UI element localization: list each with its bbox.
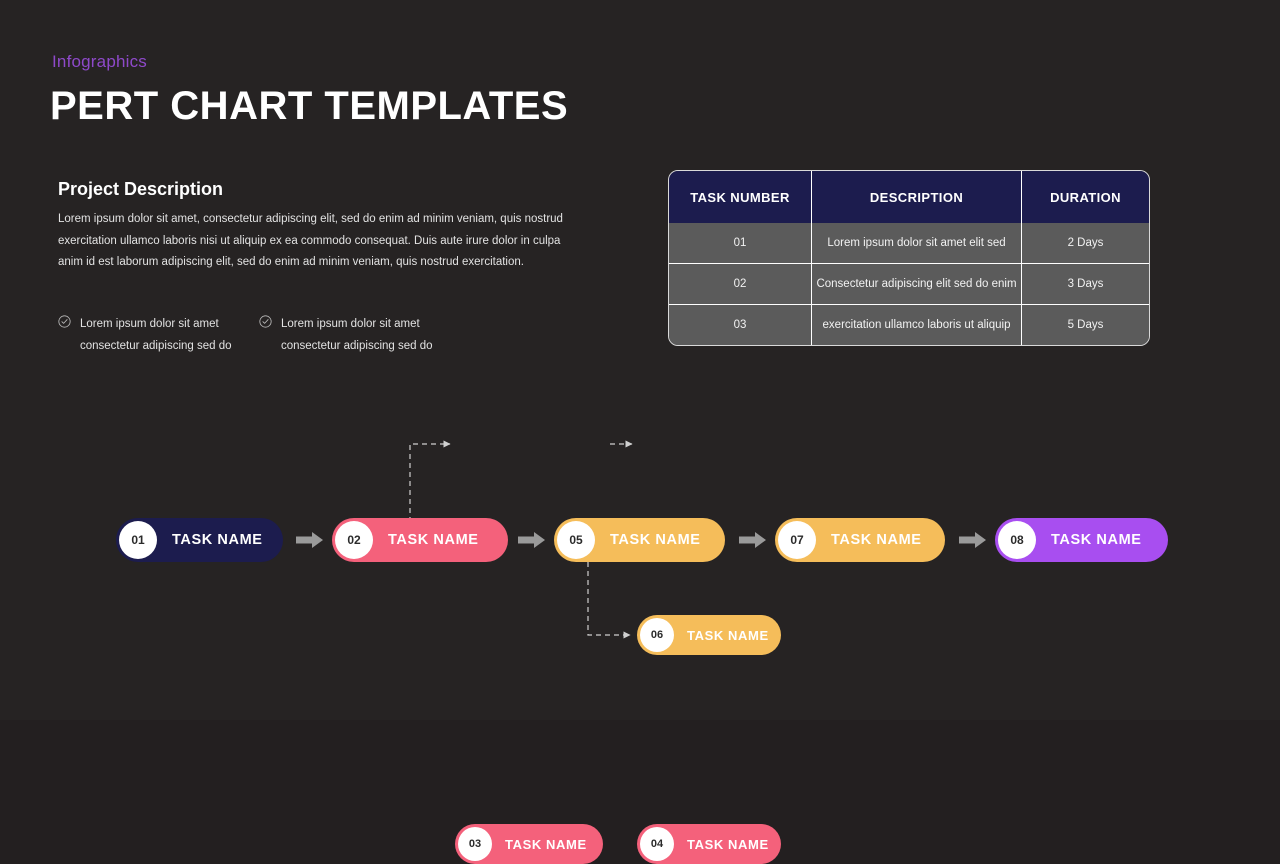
task-node-number: 04 [640, 827, 674, 861]
table-header-row: TASK NUMBER DESCRIPTION DURATION [669, 171, 1149, 223]
description-bullet-list: Lorem ipsum dolor sit amet consectetur a… [58, 313, 578, 357]
task-node-08[interactable]: 08 TASK NAME [995, 518, 1168, 562]
task-node-05[interactable]: 05 TASK NAME [554, 518, 725, 562]
flow-arrow-02-05 [518, 531, 546, 549]
project-description-body: Lorem ipsum dolor sit amet, consectetur … [58, 213, 563, 268]
task-node-label: TASK NAME [172, 532, 263, 548]
table-row: 02 Consectetur adipiscing elit sed do en… [669, 263, 1149, 305]
task-node-number: 08 [998, 521, 1036, 559]
cell-task-number: 02 [669, 263, 812, 305]
page-title: PERT CHART TEMPLATES [50, 84, 569, 128]
task-node-label: TASK NAME [831, 532, 922, 548]
cell-task-number: 03 [669, 304, 812, 345]
kicker-label: Infographics [52, 52, 148, 71]
task-node-02[interactable]: 02 TASK NAME [332, 518, 508, 562]
task-node-number: 06 [640, 618, 674, 652]
task-node-label: TASK NAME [687, 836, 769, 852]
column-header-task-number: TASK NUMBER [669, 171, 812, 223]
task-node-03[interactable]: 03 TASK NAME [455, 824, 603, 864]
task-node-number: 02 [335, 521, 373, 559]
project-description-heading: Project Description [58, 179, 224, 199]
task-table: TASK NUMBER DESCRIPTION DURATION 01 Lore… [668, 170, 1150, 346]
cell-description: Lorem ipsum dolor sit amet elit sed [811, 223, 1022, 264]
list-item-label: Lorem ipsum dolor sit amet consectetur a… [281, 318, 433, 352]
task-node-number: 01 [119, 521, 157, 559]
list-item: Lorem ipsum dolor sit amet consectetur a… [259, 313, 459, 357]
task-node-04[interactable]: 04 TASK NAME [637, 824, 781, 864]
column-header-description: DESCRIPTION [811, 171, 1022, 223]
task-node-label: TASK NAME [388, 532, 479, 548]
cell-description: exercitation ullamco laboris ut aliquip [811, 304, 1022, 345]
task-node-label: TASK NAME [1051, 532, 1142, 548]
task-node-number: 05 [557, 521, 595, 559]
task-node-label: TASK NAME [505, 836, 587, 852]
task-node-label: TASK NAME [687, 627, 769, 643]
cell-duration: 5 Days [1021, 304, 1149, 345]
task-node-number: 07 [778, 521, 816, 559]
task-node-01[interactable]: 01 TASK NAME [116, 518, 283, 562]
task-node-label: TASK NAME [610, 532, 701, 548]
pert-chart-diagram: 03 TASK NAME 04 TASK NAME 01 TASK NAME 0… [0, 400, 1280, 864]
task-node-07[interactable]: 07 TASK NAME [775, 518, 945, 562]
cell-duration: 2 Days [1021, 223, 1149, 264]
flow-arrow-01-02 [296, 531, 324, 549]
check-circle-icon [259, 315, 272, 328]
table-row: 01 Lorem ipsum dolor sit amet elit sed 2… [669, 223, 1149, 264]
cell-description: Consectetur adipiscing elit sed do enim [811, 263, 1022, 305]
flow-arrow-07-08 [959, 531, 987, 549]
task-node-number: 03 [458, 827, 492, 861]
table-row: 03 exercitation ullamco laboris ut aliqu… [669, 304, 1149, 345]
flow-arrow-05-07 [739, 531, 767, 549]
list-item-label: Lorem ipsum dolor sit amet consectetur a… [80, 318, 232, 352]
list-item: Lorem ipsum dolor sit amet consectetur a… [58, 313, 258, 357]
slide-canvas: Infographics PERT CHART TEMPLATES Projec… [0, 52, 1280, 864]
cell-duration: 3 Days [1021, 263, 1149, 305]
task-node-06[interactable]: 06 TASK NAME [637, 615, 781, 655]
check-circle-icon [58, 315, 71, 328]
cell-task-number: 01 [669, 223, 812, 264]
column-header-duration: DURATION [1021, 171, 1149, 223]
